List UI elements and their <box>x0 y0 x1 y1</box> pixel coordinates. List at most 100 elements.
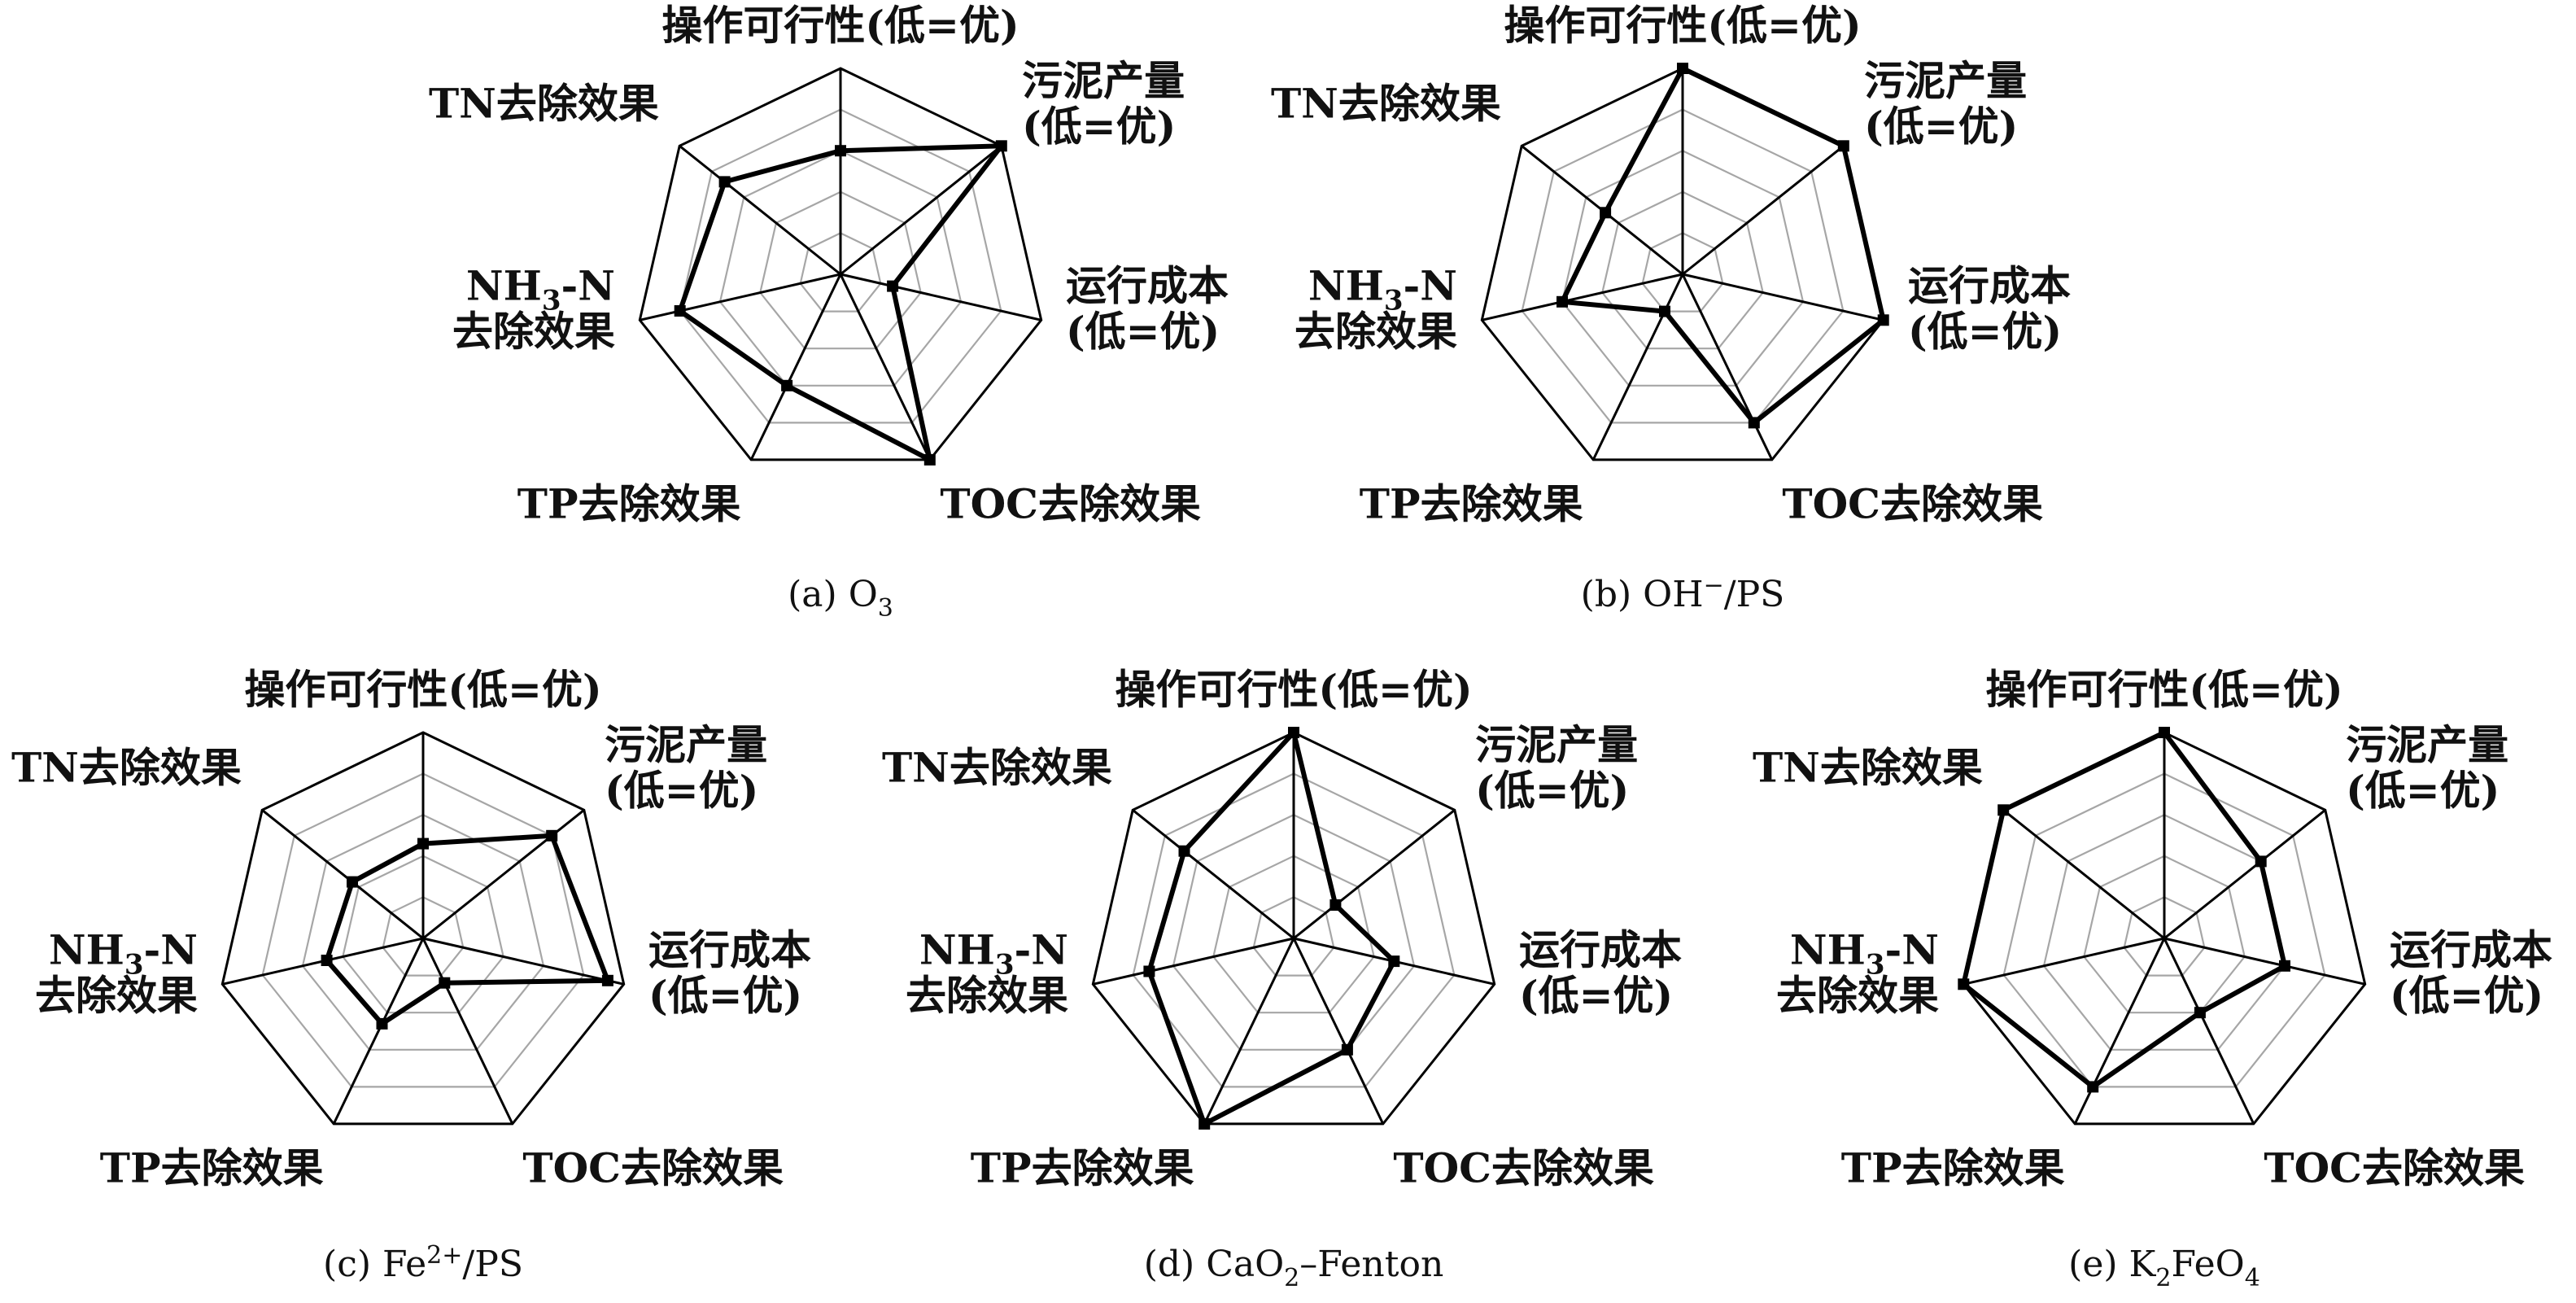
radar-spoke <box>840 273 1042 321</box>
axis-label: 运行成本 <box>1519 926 1682 974</box>
radar-spoke <box>639 273 841 321</box>
radar-data-point <box>1659 305 1670 317</box>
axis-label: (低=优) <box>2390 972 2543 1020</box>
radar-spoke <box>2163 938 2255 1125</box>
radar-grid-ring <box>1641 232 1724 313</box>
chart-caption: (e) K2FeO4 <box>2068 1244 2260 1292</box>
radar-grid-ring <box>382 896 465 977</box>
axis-label: (低=优) <box>1519 972 1673 1020</box>
radar-spoke <box>332 938 425 1125</box>
axis-label: NH3-N <box>466 262 615 317</box>
axis-label: 污泥产量 <box>2346 721 2508 769</box>
radar-series-line <box>677 143 1007 465</box>
radar-spoke <box>679 145 841 276</box>
radar-chart-2: 操作可行性(低=优)污泥产量(低=优)运行成本(低=优)TOC去除效果TP去除效… <box>1271 2 2071 615</box>
radar-grid-ring <box>1521 108 1845 424</box>
axis-label: 去除效果 <box>1295 308 1457 356</box>
radar-grid-ring <box>2002 772 2326 1088</box>
axis-label: TN去除效果 <box>1271 80 1501 128</box>
radar-data-point <box>601 974 613 986</box>
radar-data-point <box>1837 140 1849 152</box>
axis-label: (低=优) <box>648 972 802 1020</box>
axis-label: TP去除效果 <box>971 1144 1194 1192</box>
axis-label: 污泥产量 <box>605 721 767 769</box>
radar-data-point <box>1198 1117 1211 1130</box>
radar-data-point <box>1329 899 1342 911</box>
radar-data-point <box>376 1017 388 1030</box>
radar-spoke <box>1292 938 1385 1125</box>
radar-spoke <box>1591 273 1684 461</box>
radar-data-point <box>995 140 1007 152</box>
chart-caption: (a) O3 <box>788 574 893 623</box>
radar-outer-ring <box>1091 731 1496 1126</box>
axis-label: TP去除效果 <box>517 480 741 528</box>
axis-label: 去除效果 <box>1776 972 1939 1020</box>
axis-label: 运行成本 <box>1066 262 1229 310</box>
axis-label: TOC去除效果 <box>522 1144 784 1192</box>
axis-label: 操作可行性(低=优) <box>1504 2 1861 50</box>
axis-label: (低=优) <box>1908 308 2062 356</box>
radar-grid-ring <box>799 232 882 313</box>
axis-label: 运行成本 <box>648 926 811 974</box>
radar-data-point <box>1600 207 1612 219</box>
radar-series-line <box>1146 727 1398 1128</box>
axis-label: NH3-N <box>49 926 198 982</box>
axis-label: (低=优) <box>1864 103 2018 151</box>
radar-data-point <box>1341 1043 1353 1056</box>
axis-label: 污泥产量 <box>1475 721 1638 769</box>
chart-caption: (b) OH−/PS <box>1581 571 1785 615</box>
axis-label: (低=优) <box>1475 767 1629 815</box>
radar-outer-ring <box>638 67 1043 461</box>
radar-data-point <box>781 379 793 391</box>
axis-label: TOC去除效果 <box>2264 1144 2525 1192</box>
axis-label: 污泥产量 <box>1022 57 1185 105</box>
radar-grid-ring <box>1172 813 1416 1051</box>
radar-data-point <box>2159 727 2170 738</box>
axis-label: NH3-N <box>1308 262 1457 317</box>
axis-label: TP去除效果 <box>1841 1144 2065 1192</box>
axis-label: NH3-N <box>1790 926 1939 982</box>
axis-label: 操作可行性(低=优) <box>1985 666 2342 714</box>
radar-data-point <box>347 876 358 888</box>
radar-spoke <box>1132 809 1295 940</box>
radar-spoke <box>1963 937 2165 986</box>
radar-data-point <box>1288 727 1299 738</box>
radar-spoke <box>1481 273 1683 321</box>
radar-grid-ring <box>679 108 1002 424</box>
radar-data-point <box>321 955 333 966</box>
radar-data-point <box>674 305 686 317</box>
radar-data-point <box>1677 63 1688 74</box>
radar-grid-ring <box>759 190 922 350</box>
radar-chart-4: 操作可行性(低=优)污泥产量(低=优)运行成本(低=优)TOC去除效果TP去除效… <box>882 666 1682 1292</box>
radar-data-point <box>1143 965 1155 977</box>
radar-data-point <box>2194 1007 2206 1019</box>
radar-grid-ring <box>1601 190 1764 350</box>
axis-label: 操作可行性(低=优) <box>244 666 601 714</box>
radar-spoke <box>422 937 625 986</box>
axis-label: TN去除效果 <box>429 80 659 128</box>
radar-data-point <box>417 837 429 850</box>
axis-label: 运行成本 <box>1908 262 2071 310</box>
radar-series-line <box>1558 65 1887 426</box>
radar-data-point <box>923 453 936 466</box>
radar-spoke <box>1682 145 1845 276</box>
radar-grid-ring <box>1561 149 1805 387</box>
radar-data-point <box>546 829 558 842</box>
axis-label: TN去除效果 <box>882 744 1112 792</box>
chart-caption: (c) Fe2+/PS <box>323 1241 523 1285</box>
radar-chart-3: 操作可行性(低=优)污泥产量(低=优)运行成本(低=优)TOC去除效果TP去除效… <box>11 666 811 1285</box>
radar-chart-5: 操作可行性(低=优)污泥产量(低=优)运行成本(低=优)TOC去除效果TP去除效… <box>1753 666 2552 1292</box>
axis-label: 操作可行性(低=优) <box>1115 666 1472 714</box>
axis-label: 运行成本 <box>2390 926 2552 974</box>
radar-chart-1: 操作可行性(低=优)污泥产量(低=优)运行成本(低=优)TOC去除效果TP去除效… <box>429 2 1229 623</box>
radar-spoke <box>2163 809 2326 940</box>
radar-series-line <box>324 833 612 1027</box>
radar-data-point <box>2279 960 2290 972</box>
axis-label: TN去除效果 <box>11 744 242 792</box>
radar-grid-ring <box>261 772 585 1088</box>
radar-grid-ring <box>1252 896 1335 977</box>
axis-label: (低=优) <box>605 767 758 815</box>
radar-spoke <box>2073 938 2166 1125</box>
axis-label: (低=优) <box>1066 308 1220 356</box>
